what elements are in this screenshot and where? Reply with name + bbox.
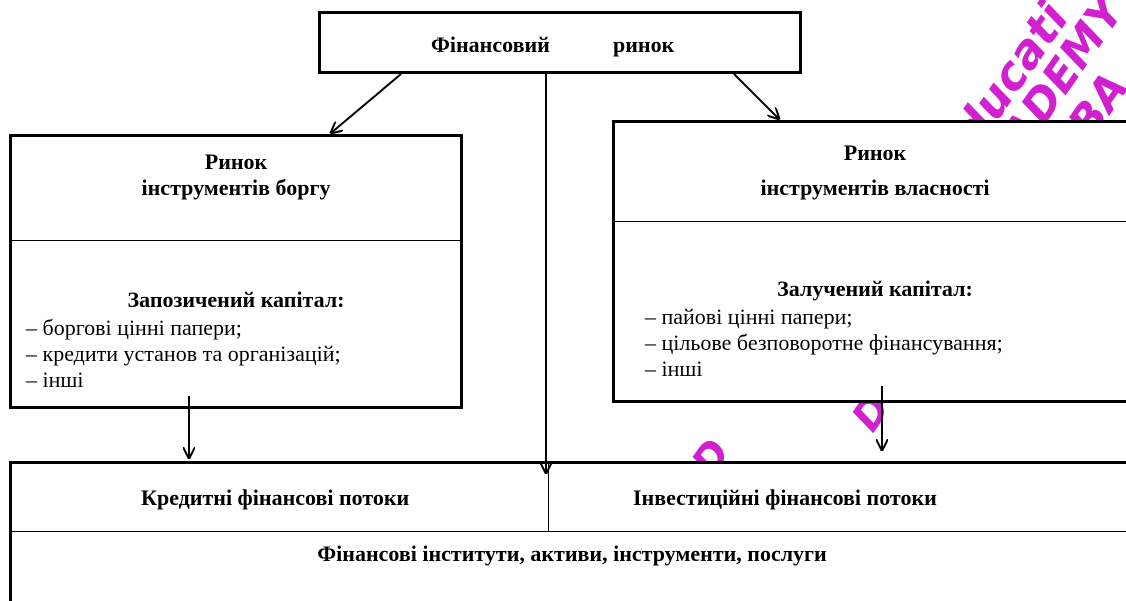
list-item: – боргові цінні папери; [26, 315, 242, 340]
equity-market-box: Ринок інструментів власності Залучений к… [612, 120, 1126, 403]
attracted-capital-list: – пайові цінні папери; – цільове безпово… [645, 304, 1003, 382]
borrowed-capital-title: Запозичений капітал: [127, 287, 345, 312]
debt-market-title-line2: інструментів боргу [141, 175, 331, 200]
financial-market-box: Фінансовий ринок [318, 11, 802, 74]
debt-market-box: Ринок інструментів боргу Запозичений кап… [9, 134, 463, 409]
list-item: – цільове безповоротне фінансування; [645, 330, 1003, 355]
financial-market-title-right: ринок [613, 32, 675, 57]
financial-flows-box: Кредитні фінансові потоки Інвестиційні ф… [9, 461, 1126, 601]
financial-institutions-label: Фінансові інститути, активи, інструменти… [317, 541, 827, 566]
financial-market-title-left: Фінансовий [431, 32, 550, 57]
flows-divider [12, 531, 1126, 532]
equity-market-title-line1: Ринок [843, 140, 907, 165]
credit-flows-label: Кредитні фінансові потоки [141, 485, 410, 510]
list-item: – інші [645, 356, 703, 381]
equity-market-title-line2: інструментів власності [760, 175, 990, 200]
debt-market-title-line1: Ринок [204, 149, 268, 174]
attracted-capital-title: Залучений капітал: [777, 276, 973, 301]
list-item: – пайові цінні папери; [645, 304, 853, 329]
flows-column-divider [548, 464, 549, 531]
debt-market-divider [12, 240, 460, 241]
list-item: – інші [26, 367, 84, 392]
borrowed-capital-list: – боргові цінні папери; – кредити устано… [26, 315, 341, 393]
arrow-to-debt-market [331, 73, 402, 133]
investment-flows-label: Інвестиційні фінансові потоки [633, 485, 937, 510]
equity-market-divider [615, 221, 1126, 222]
list-item: – кредити установ та організацій; [26, 341, 341, 366]
arrow-to-equity-market [733, 73, 779, 119]
